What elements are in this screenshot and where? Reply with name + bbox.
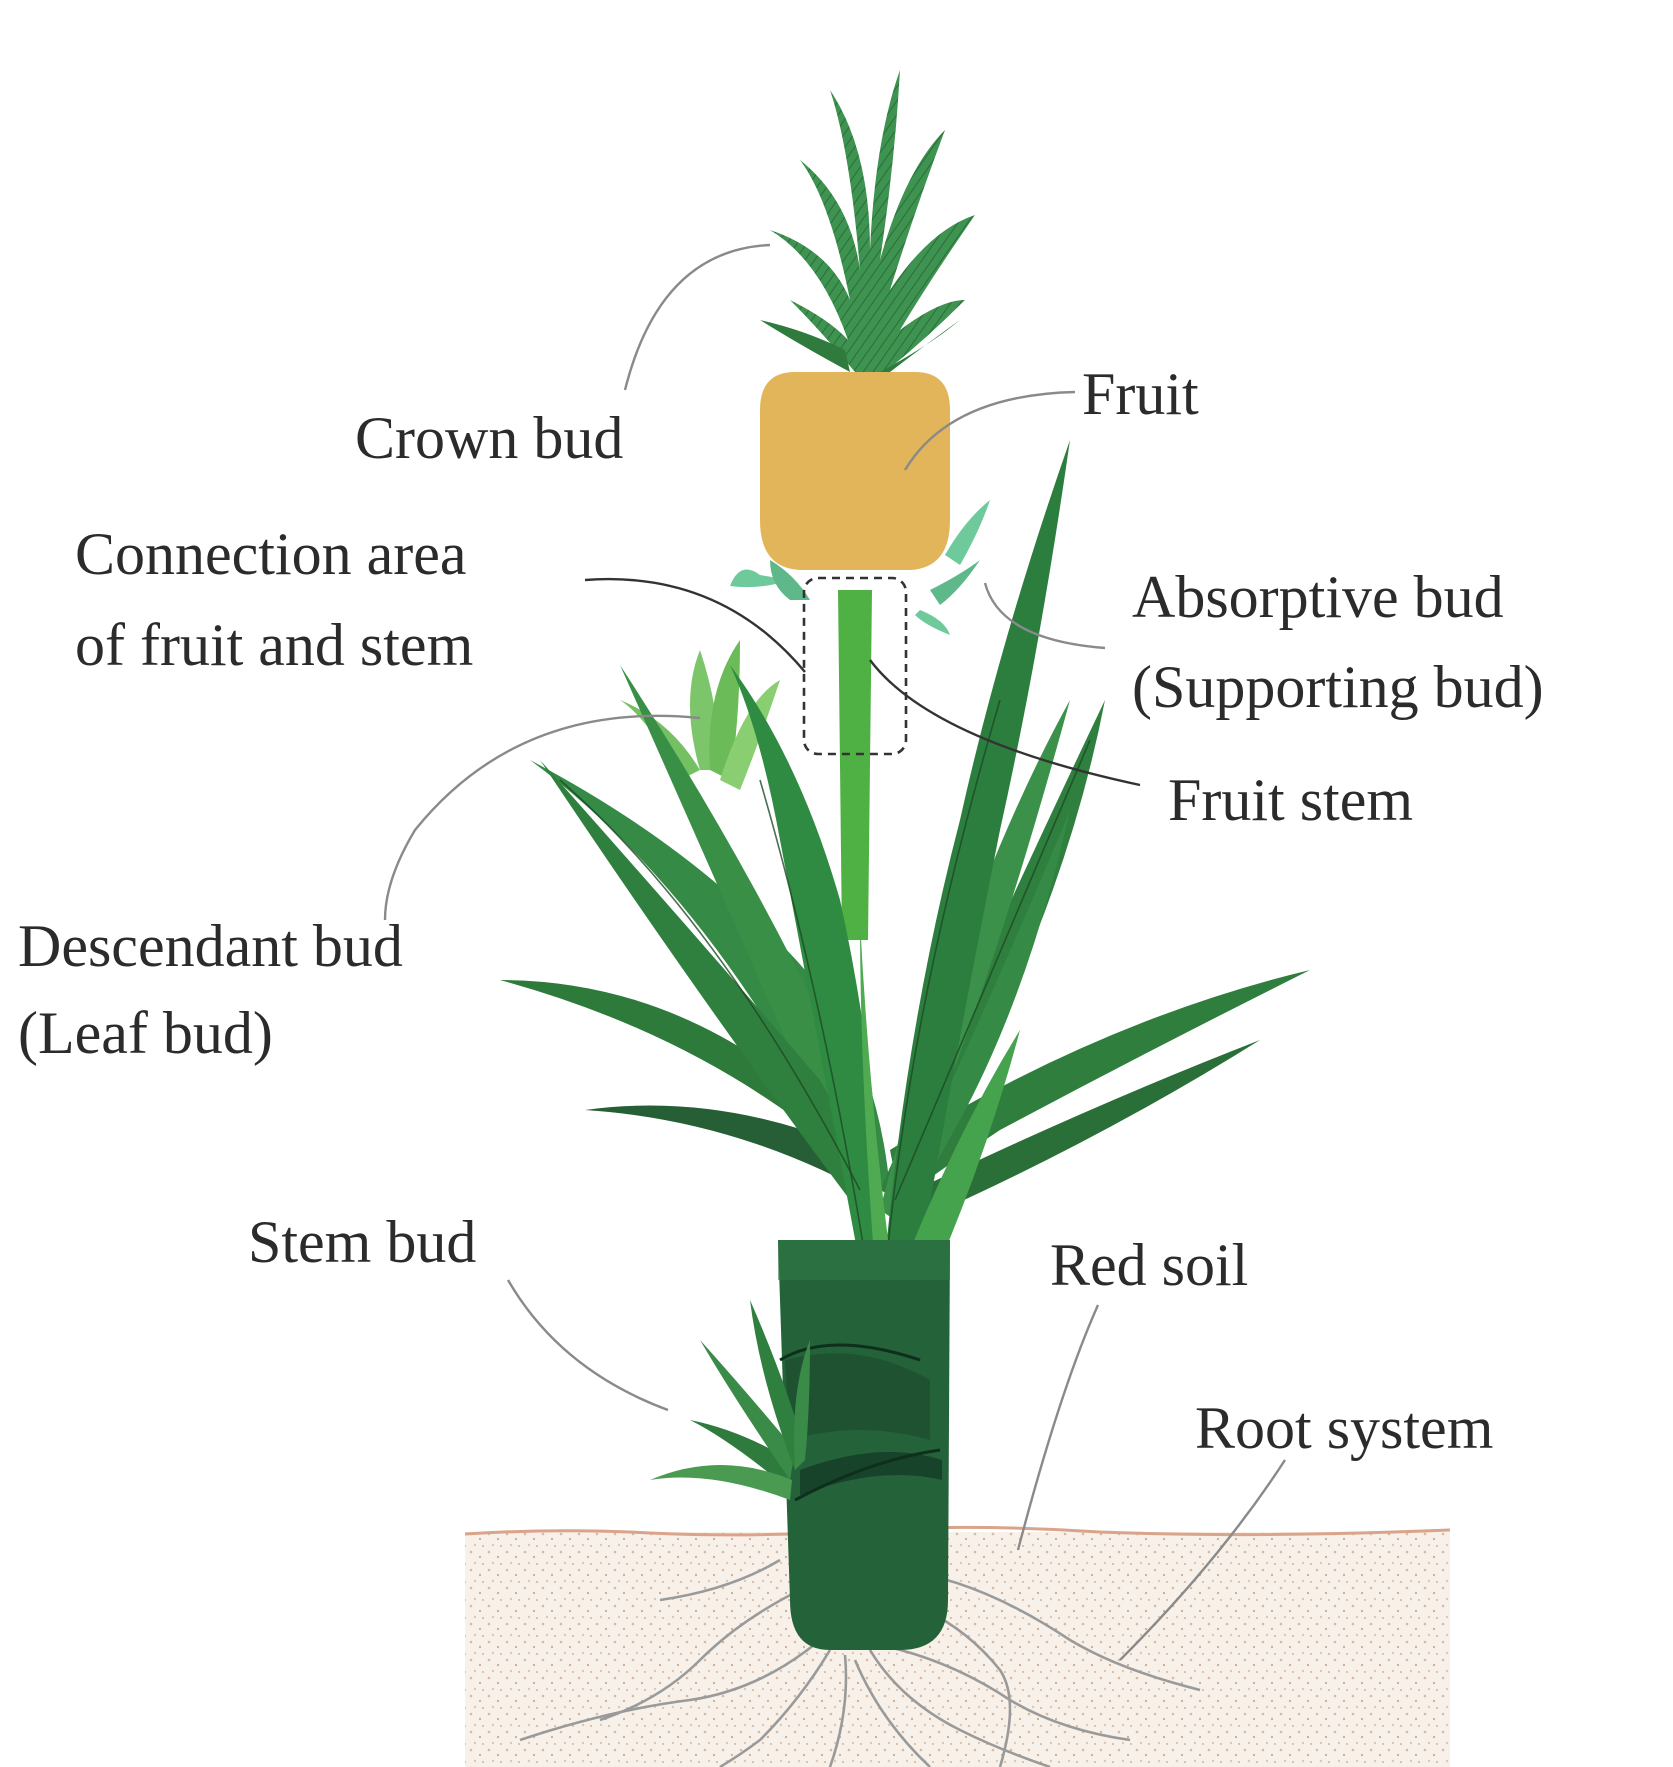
label-connection-area-line2: of fruit and stem	[75, 612, 473, 678]
label-fruit-stem: Fruit stem	[1168, 767, 1413, 833]
connection-area-box	[802, 576, 908, 756]
leader-connection-area	[584, 577, 806, 673]
label-absorptive-bud-line2: (Supporting bud)	[1132, 654, 1544, 720]
label-root-system: Root system	[1195, 1395, 1493, 1461]
leaf	[730, 665, 890, 1320]
label-descendant-bud-line2: (Leaf bud)	[18, 1000, 273, 1066]
label-connection-area-line1: Connection area	[75, 521, 467, 587]
label-descendant-bud-line1: Descendant bud	[18, 913, 403, 979]
label-fruit: Fruit	[1082, 361, 1199, 427]
stem-bud	[650, 1300, 810, 1500]
leader-fruit	[903, 390, 1076, 471]
stem-base	[778, 1240, 950, 1650]
leader-lines	[383, 243, 1287, 1661]
label-crown-bud: Crown bud	[355, 405, 623, 471]
fruit	[760, 372, 950, 570]
leader-root-system	[1119, 1459, 1287, 1661]
label-stem-bud: Stem bud	[248, 1209, 476, 1275]
labels: Crown bud Fruit Connection area of fruit…	[18, 361, 1544, 1461]
leader-descendant-bud	[383, 714, 701, 921]
leaf	[880, 440, 1070, 1320]
red-soil	[464, 1525, 1451, 1767]
leaf	[540, 760, 860, 1200]
label-absorptive-bud-line1: Absorptive bud	[1132, 564, 1504, 630]
crown-bud	[760, 70, 975, 372]
absorptive-bud	[730, 500, 990, 635]
leaf	[895, 1040, 1260, 1220]
leader-stem-bud	[506, 1279, 669, 1412]
leader-red-soil	[1016, 1304, 1100, 1551]
leader-crown-bud	[623, 243, 771, 391]
soil-bed	[465, 1532, 1450, 1767]
label-red-soil: Red soil	[1050, 1232, 1248, 1298]
leader-absorptive-bud	[983, 582, 1106, 650]
fruit-stem	[838, 590, 872, 940]
leader-fruit-stem	[869, 659, 1141, 787]
